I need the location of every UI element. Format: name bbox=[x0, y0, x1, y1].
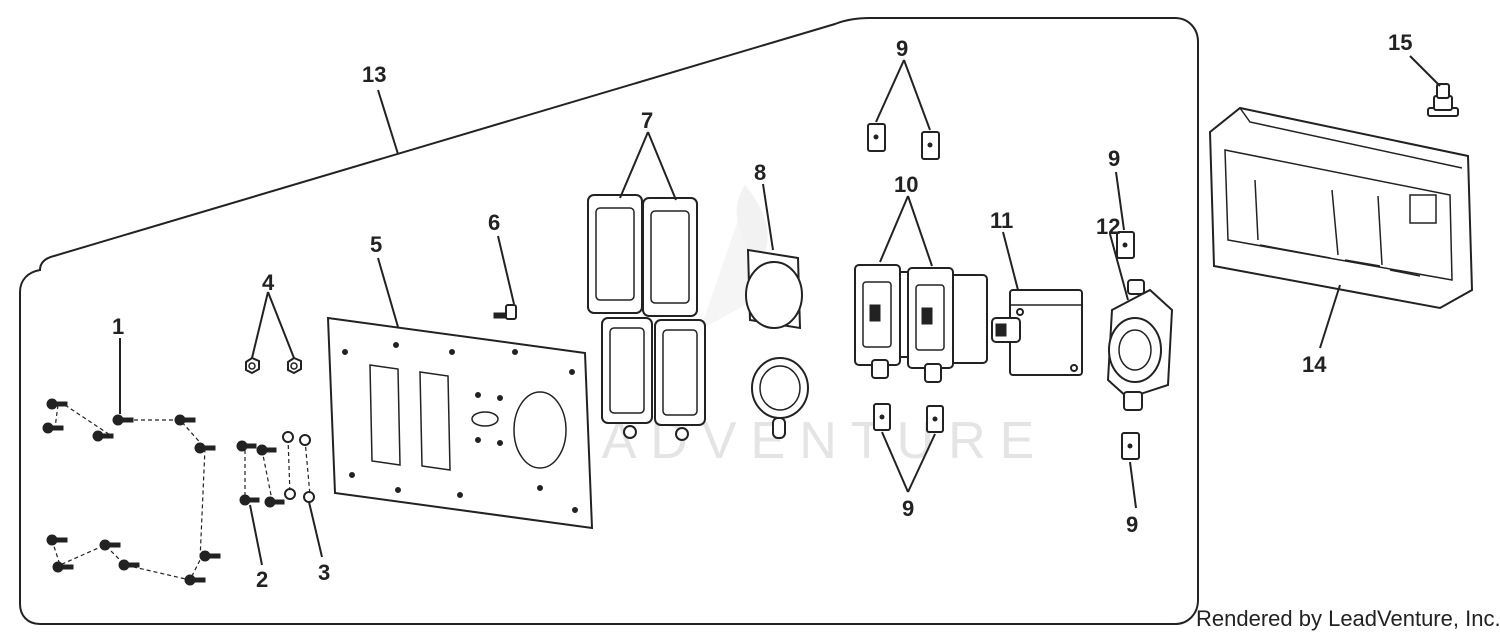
callout-11: 11 bbox=[990, 208, 1013, 233]
screw-set-1 bbox=[42, 398, 221, 586]
control-panel-plate-5 bbox=[326, 316, 594, 530]
control-box-14 bbox=[1208, 106, 1474, 310]
callout-13: 13 bbox=[362, 62, 386, 87]
callout-8: 8 bbox=[754, 160, 766, 185]
round-cover-8 bbox=[745, 248, 809, 439]
callout-15: 15 bbox=[1388, 30, 1412, 55]
callout-4: 4 bbox=[262, 270, 275, 295]
callout-9-bottom: 9 bbox=[902, 496, 914, 521]
grommet-15 bbox=[1427, 83, 1459, 117]
callout-12: 12 bbox=[1096, 214, 1120, 239]
nut-set-4 bbox=[245, 356, 302, 375]
render-credit: Rendered by LeadVenture, Inc. bbox=[1196, 606, 1500, 631]
callout-9-right-top: 9 bbox=[1108, 146, 1120, 171]
leader-lines bbox=[119, 55, 1441, 566]
ground-screw-6 bbox=[493, 304, 517, 320]
callout-9-top: 9 bbox=[896, 36, 908, 61]
callout-3: 3 bbox=[318, 560, 330, 585]
callout-10: 10 bbox=[894, 172, 918, 197]
callout-2: 2 bbox=[256, 567, 268, 592]
circuit-breaker-11 bbox=[991, 289, 1083, 376]
callout-14: 14 bbox=[1302, 352, 1327, 377]
callout-1: 1 bbox=[112, 314, 124, 339]
receptacle-10b bbox=[907, 267, 988, 383]
screw-set-2 bbox=[236, 437, 311, 508]
outlet-cover-7b bbox=[642, 197, 706, 441]
callout-6: 6 bbox=[488, 210, 500, 235]
callout-9-right-bottom: 9 bbox=[1126, 512, 1138, 537]
group-boundary-13 bbox=[19, 17, 1199, 625]
clip-set-9 bbox=[867, 123, 1140, 460]
callout-7: 7 bbox=[641, 108, 653, 133]
callout-5: 5 bbox=[370, 232, 382, 257]
washer-set-3 bbox=[282, 431, 315, 503]
twist-lock-receptacle-12 bbox=[1106, 279, 1174, 411]
